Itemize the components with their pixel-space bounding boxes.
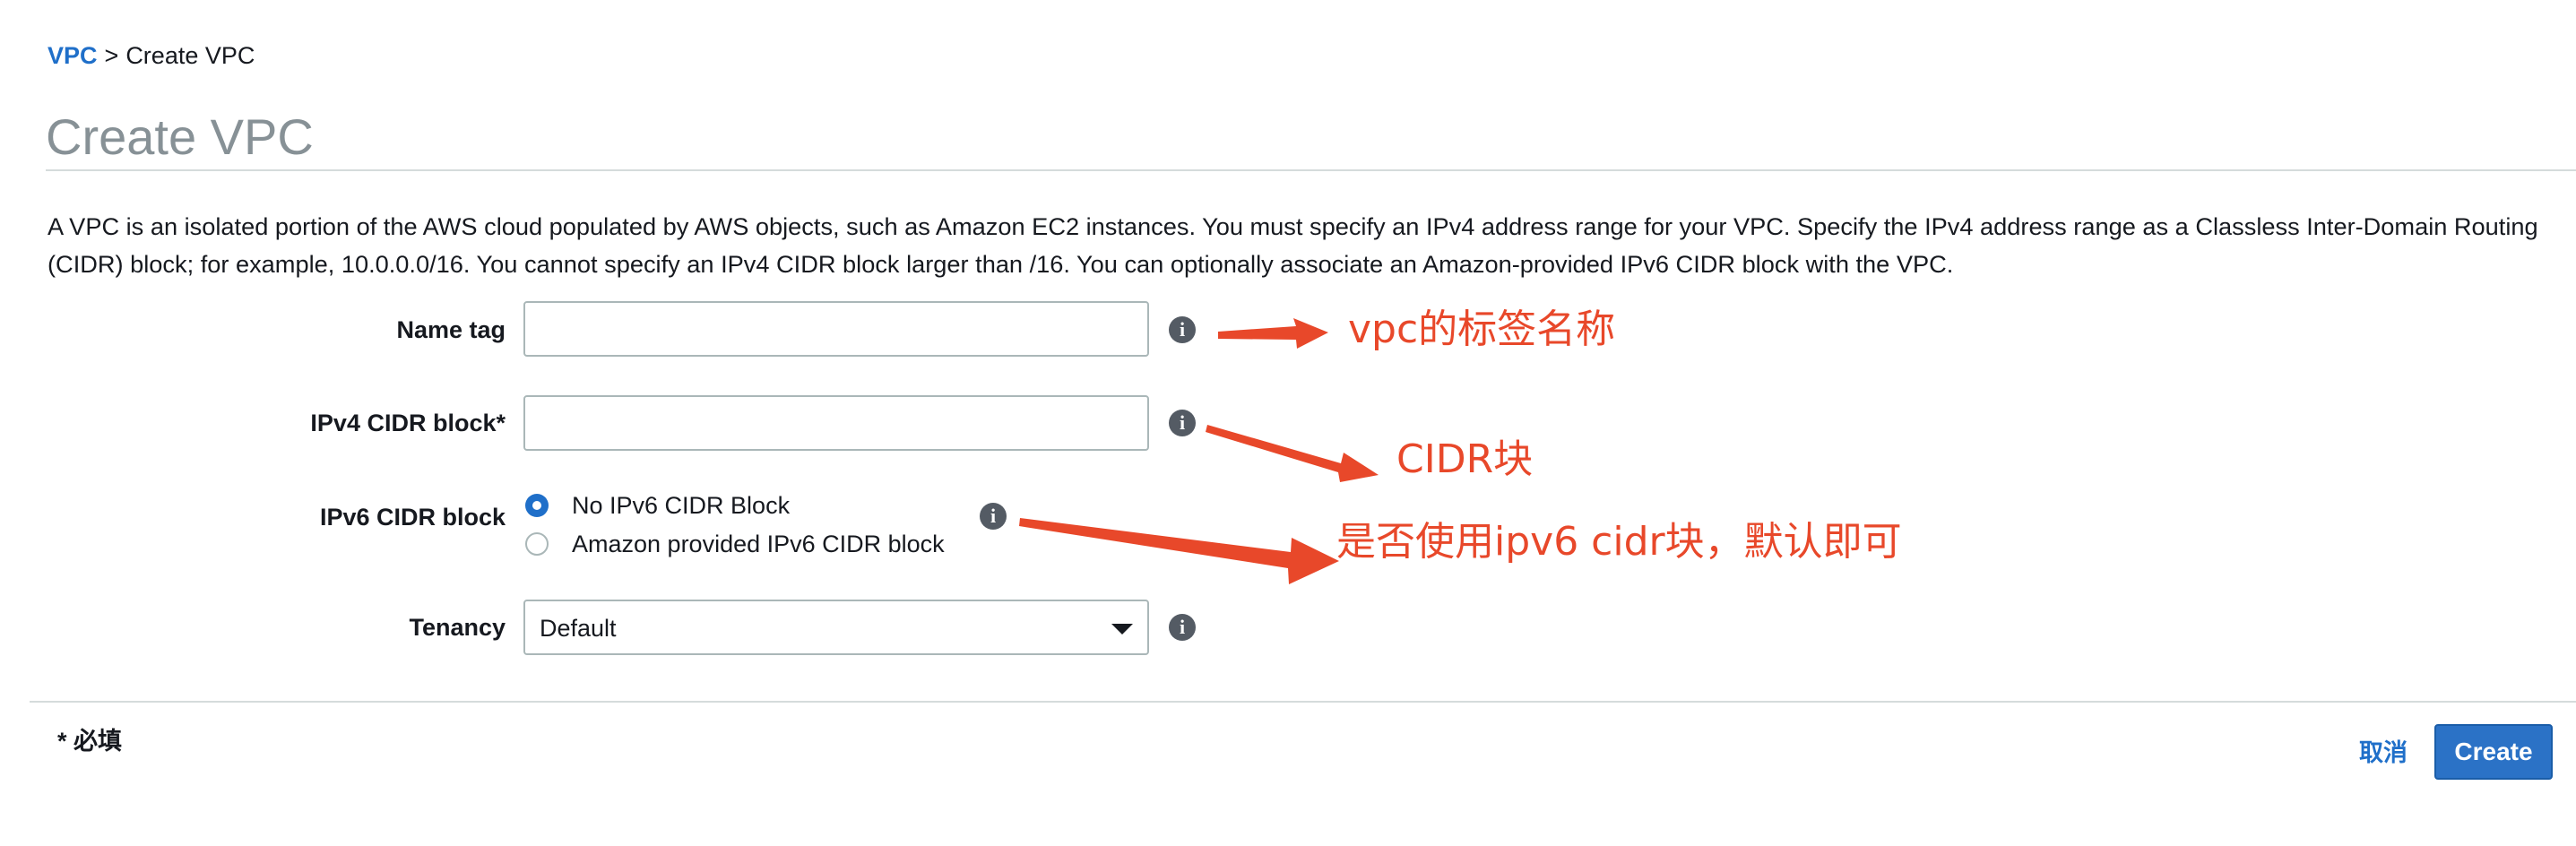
breadcrumb-vpc-link[interactable]: VPC	[48, 42, 98, 69]
footer-divider	[30, 701, 2576, 703]
name-tag-label: Name tag	[396, 316, 506, 343]
ipv4-arrow	[1206, 425, 1379, 482]
ipv4-annotation: CIDR块	[1396, 436, 1534, 482]
ipv6-none-radio[interactable]	[525, 494, 549, 517]
ipv6-cidr-label: IPv6 CIDR block	[319, 504, 506, 531]
name-tag-annotation: vpc的标签名称	[1348, 306, 1616, 352]
name-tag-input[interactable]	[523, 301, 1149, 357]
ipv6-option-none[interactable]: No IPv6 CIDR Block	[525, 489, 790, 522]
ipv4-cidr-label: IPv4 CIDR block*	[310, 410, 506, 436]
ipv6-amazon-radio[interactable]	[525, 532, 549, 556]
page-description: A VPC is an isolated portion of the AWS …	[48, 212, 2538, 278]
ipv6-amazon-label: Amazon provided IPv6 CIDR block	[572, 531, 945, 557]
tenancy-label: Tenancy	[409, 614, 506, 641]
breadcrumb-current: Create VPC	[125, 42, 255, 69]
create-button[interactable]: Create	[2434, 724, 2553, 780]
cancel-link[interactable]: 取消	[2359, 739, 2407, 766]
ipv4-cidr-input[interactable]	[523, 395, 1149, 451]
name-tag-info-icon[interactable]: i	[1169, 316, 1196, 343]
ipv6-arrow	[1019, 518, 1339, 584]
name-tag-arrow	[1218, 318, 1328, 349]
breadcrumb: VPC>Create VPC	[48, 39, 255, 72]
tenancy-selected-value: Default	[540, 615, 617, 642]
tenancy-select[interactable]: Default	[523, 600, 1149, 655]
ipv6-option-amazon[interactable]: Amazon provided IPv6 CIDR block	[525, 528, 945, 560]
chevron-down-icon	[1111, 624, 1133, 634]
ipv6-cidr-info-icon[interactable]: i	[980, 503, 1007, 530]
required-fields-note: * 必填	[57, 728, 123, 755]
page-title: Create VPC	[46, 108, 314, 165]
breadcrumb-separator: >	[104, 42, 119, 69]
ipv6-none-label: No IPv6 CIDR Block	[572, 492, 791, 519]
ipv6-annotation: 是否使用ipv6 cidr块，默认即可	[1336, 519, 1902, 565]
ipv4-cidr-info-icon[interactable]: i	[1169, 410, 1196, 436]
title-divider	[46, 169, 2576, 171]
tenancy-info-icon[interactable]: i	[1169, 614, 1196, 641]
